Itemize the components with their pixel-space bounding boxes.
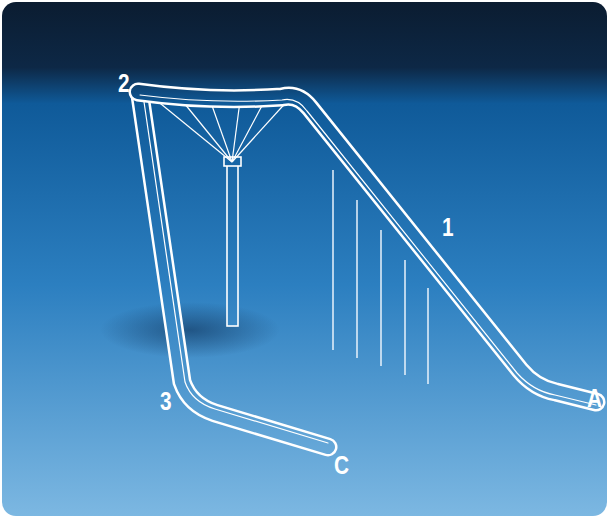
callout-label: A [587, 385, 602, 411]
slide-chutes [138, 92, 596, 447]
callout-label: 3 [160, 388, 172, 414]
callout-label: 2 [118, 70, 130, 96]
callout-label: 1 [442, 214, 454, 240]
ground-shadow [100, 302, 280, 358]
callout-label: C [334, 452, 349, 478]
center-pole [227, 163, 238, 326]
